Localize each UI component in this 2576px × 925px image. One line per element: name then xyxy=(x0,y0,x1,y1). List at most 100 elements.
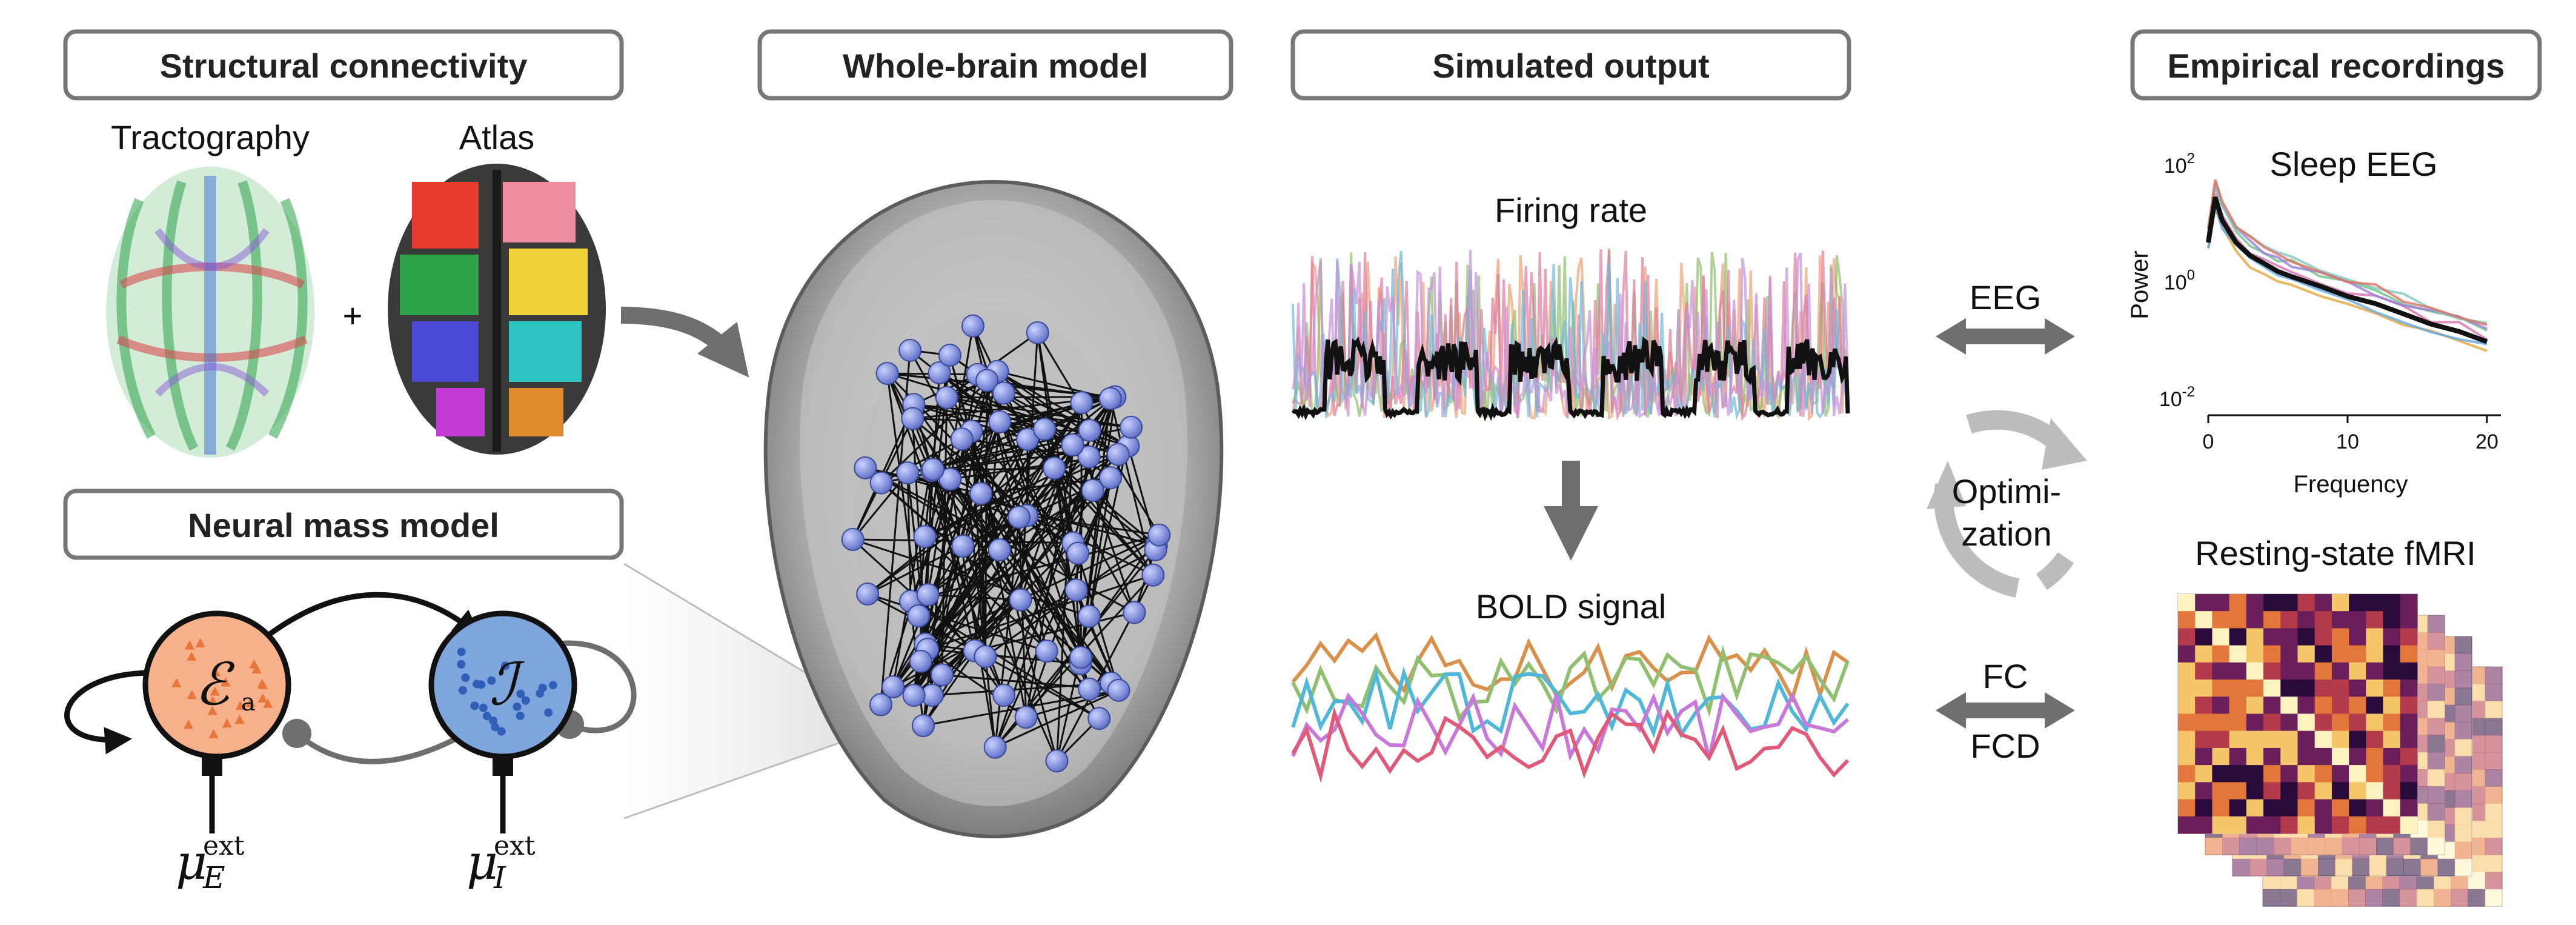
network-node xyxy=(1077,445,1101,469)
exc-neuron xyxy=(207,696,217,706)
network-edge xyxy=(999,421,1119,456)
network-edge xyxy=(986,380,1120,691)
network-edge xyxy=(949,478,1048,652)
exc-neuron xyxy=(184,640,194,650)
plus-sign: + xyxy=(343,296,363,335)
mu-i-ext: ext xyxy=(494,830,536,861)
network-node xyxy=(1069,646,1093,669)
eeg-trace xyxy=(2207,193,2488,341)
network-node xyxy=(1098,387,1122,410)
inh-neuron xyxy=(482,712,491,721)
network-edge xyxy=(912,418,1000,423)
network-node xyxy=(928,361,951,384)
network-node xyxy=(1045,749,1069,773)
network-node xyxy=(961,314,984,338)
network-edge xyxy=(867,444,1074,595)
network-edge xyxy=(927,456,1090,596)
x-axis-label: Frequency xyxy=(2294,471,2408,498)
inh-neuron xyxy=(461,673,470,683)
exc-neuron xyxy=(207,706,217,715)
network-node xyxy=(854,456,877,479)
header-neural-mass: Neural mass model xyxy=(63,489,624,560)
inh-neuron xyxy=(457,647,466,656)
exc-neuron xyxy=(187,690,197,700)
network-edge xyxy=(1020,332,1039,600)
network-edge xyxy=(1088,477,1112,616)
network-node xyxy=(1123,601,1146,624)
network-edge xyxy=(906,473,912,602)
network-node xyxy=(1141,563,1165,587)
header-simulated: Simulated output xyxy=(1290,29,1851,101)
neural-mass-diagram: ℰ a ℐ μ E ext μ I ext xyxy=(64,592,637,895)
e-input-terminal xyxy=(202,758,222,776)
svg-text:Whole-brain model: Whole-brain model xyxy=(843,47,1148,85)
atlas-image xyxy=(388,164,606,455)
bold-trace xyxy=(1291,707,1850,783)
network-edge xyxy=(1026,689,1119,718)
network-edge xyxy=(1092,490,1135,613)
inh-neuron xyxy=(538,683,547,692)
exc-neuron xyxy=(208,729,219,738)
network-node xyxy=(841,527,865,551)
network-node xyxy=(1120,415,1143,439)
network-node xyxy=(901,407,925,430)
network-node xyxy=(969,482,993,506)
eeg-trace xyxy=(2207,179,2488,326)
network-node xyxy=(1016,427,1040,451)
x-tick-label: 20 xyxy=(2475,430,2498,453)
network-edge xyxy=(931,401,1083,472)
network-edge xyxy=(994,517,1020,747)
network-node xyxy=(916,583,940,607)
network-node xyxy=(1087,707,1111,730)
network-edge xyxy=(922,479,951,726)
inh-neuron xyxy=(458,686,467,695)
exc-neuron xyxy=(251,664,262,674)
inh-neuron xyxy=(457,660,466,669)
eeg-double-arrow xyxy=(1936,318,2075,355)
optimization-label-2: zation xyxy=(1961,515,2051,553)
x-tick-label: 10 xyxy=(2336,430,2359,453)
network-node xyxy=(988,538,1011,562)
inh-neuron xyxy=(548,681,557,690)
network-node xyxy=(1099,466,1123,490)
network-edge xyxy=(984,380,988,657)
exc-neuron xyxy=(222,718,232,728)
exc-neuron xyxy=(249,659,259,669)
bold-label: BOLD signal xyxy=(1476,587,1666,626)
optimization-label-1: Optimi- xyxy=(1952,472,2061,510)
e-self-loop xyxy=(64,670,152,755)
network-node xyxy=(1147,523,1171,547)
network-node xyxy=(1035,639,1058,663)
firing-mean-trace xyxy=(1291,336,1850,422)
header-empirical: Empirical recordings xyxy=(2130,29,2542,101)
network-node xyxy=(907,604,931,628)
excitatory-population xyxy=(142,610,291,760)
network-edge xyxy=(980,493,1100,719)
network-node xyxy=(856,582,880,606)
fcd-label: FCD xyxy=(1970,727,2040,765)
network-node xyxy=(974,645,997,669)
firing-rate-plot xyxy=(1291,248,1850,422)
fmri-label: Resting-state fMRI xyxy=(2195,534,2476,572)
network-node xyxy=(921,458,945,481)
exc-neuron xyxy=(195,638,205,647)
y-tick-label: 102 xyxy=(2164,150,2195,178)
exc-neuron xyxy=(235,701,245,710)
network-edge xyxy=(986,379,1154,576)
network-node xyxy=(1061,433,1084,457)
y-axis-label: Power xyxy=(2126,250,2153,319)
inh-neuron xyxy=(501,661,510,670)
inhibitory-population xyxy=(428,610,577,760)
bold-trace xyxy=(1291,692,1849,761)
network-node xyxy=(1066,541,1090,565)
i-input-terminal xyxy=(493,758,513,776)
network-node xyxy=(869,693,893,716)
network-node xyxy=(1078,418,1101,442)
mu-i-symbol: μ xyxy=(466,834,498,890)
atlas-label: Atlas xyxy=(459,118,535,156)
exc-neuron xyxy=(234,715,245,724)
network-edge xyxy=(925,477,1112,645)
mu-i-subscript: I xyxy=(493,860,506,895)
network-node xyxy=(1106,442,1130,466)
inh-neuron xyxy=(513,702,522,711)
